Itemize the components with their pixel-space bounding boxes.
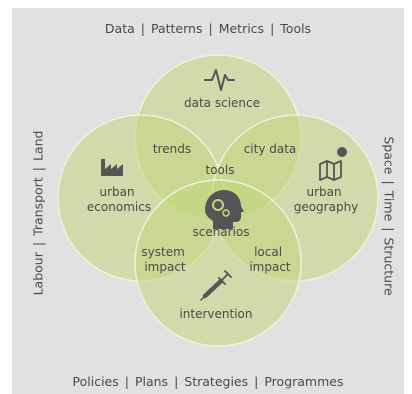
frame-bottom-item: Strategies [184,374,249,389]
label-city-data: city data [244,142,297,156]
label-system-impact: system impact [141,245,188,274]
factory-icon [101,159,123,176]
frame-top-item: Data [104,21,135,36]
label-local-impact: local impact [249,245,291,274]
venn-diagram: data science urban economics urban geogr… [57,54,379,347]
label-trends: trends [153,142,191,156]
heartbeat-icon [204,69,235,91]
label-scenarios: scenarios [192,225,249,239]
frame-top-item: Tools [280,21,312,36]
map-pin-icon [319,147,347,181]
label-urban-geography: urban geography [294,185,359,214]
diagram-panel: Data|Patterns|Metrics|Tools Labour|Trans… [12,8,404,394]
frame-top-item: Metrics [218,21,265,36]
label-intervention: intervention [179,307,252,321]
label-data-science: data science [184,96,260,110]
frame-bottom-item: Programmes [264,374,344,389]
frame-top-labels: Data|Patterns|Metrics|Tools [104,21,312,36]
label-urban-economics: urban economics [87,185,151,214]
circle-intervention [134,179,302,347]
label-tools: tools [206,163,235,177]
frame-bottom-item: Policies [72,374,119,389]
syringe-icon [200,270,232,301]
frame-bottom-labels: Policies|Plans|Strategies|Programmes [72,374,344,389]
head-gears-icon [205,190,244,229]
frame-bottom-item: Plans [134,374,169,389]
frame-top-item: Patterns [150,21,203,36]
